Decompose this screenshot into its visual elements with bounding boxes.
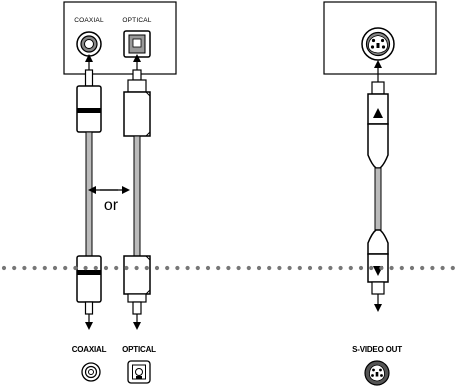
dotted-separator: [1, 265, 455, 271]
separator-dot: [114, 265, 119, 271]
separator-dot: [73, 265, 78, 271]
optical-cable: [123, 54, 151, 330]
separator-dot: [389, 265, 394, 271]
separator-dot: [328, 265, 333, 271]
bottom-optical-label: OPTICAL: [122, 345, 156, 354]
separator-dot: [63, 265, 68, 271]
coaxial-upper-plug-tip: [84, 69, 94, 87]
separator-dot: [369, 265, 374, 271]
separator-dot: [420, 265, 425, 271]
panel-right: [323, 1, 437, 75]
svideo-lower-plug-tip: [371, 281, 385, 295]
coaxial-upper-plug-band: [77, 108, 101, 113]
separator-dot: [205, 265, 211, 271]
separator-dot: [379, 265, 384, 271]
separator-dot: [32, 265, 37, 271]
optical-jack-icon: [123, 30, 151, 58]
separator-dot: [216, 265, 221, 271]
separator-dot: [124, 265, 129, 271]
separator-dot: [103, 265, 109, 271]
separator-dot: [22, 265, 27, 271]
optical-upper-plug-tip: [132, 69, 142, 81]
separator-dot: [185, 265, 190, 271]
coaxial-cable: [76, 54, 102, 330]
separator-dot: [338, 265, 343, 271]
separator-dot: [93, 265, 98, 271]
separator-dot: [83, 265, 88, 271]
separator-dot: [12, 265, 17, 271]
coaxial-lower-plug-band: [77, 270, 101, 275]
separator-dot: [287, 265, 292, 271]
panel-left: COAXIAL OPTICAL: [63, 1, 177, 75]
optical-lower-plug-collar: [127, 293, 147, 303]
svideo-upper-plug-mark-icon: [373, 108, 383, 118]
separator-dot: [277, 265, 282, 271]
separator-dot: [318, 265, 323, 271]
separator-dot: [236, 265, 241, 271]
or-label: or: [104, 197, 119, 214]
svideo-lower-plug-body: [367, 229, 389, 255]
separator-dot: [307, 265, 313, 271]
separator-dot: [246, 265, 251, 271]
separator-dot: [1, 265, 7, 271]
separator-dot: [42, 265, 47, 271]
separator-dot: [165, 265, 170, 271]
panel-left-optical-label: OPTICAL: [122, 17, 151, 24]
separator-dot: [297, 265, 302, 271]
separator-dot: [348, 265, 353, 271]
optical-cable-body: [133, 135, 141, 257]
svideo-cable-body: [374, 167, 382, 231]
bottom-coaxial-jack-icon: [81, 362, 101, 382]
optical-lower-plug-body: [123, 255, 151, 295]
coaxial-cable-body: [85, 131, 93, 257]
bottom-optical-jack-icon: [127, 360, 151, 384]
coaxial-jack-icon: [76, 31, 102, 57]
bottom-svideo-label: S-VIDEO OUT: [352, 345, 402, 354]
svideo-upper-plug-tip: [371, 81, 385, 95]
optical-upper-plug-collar: [127, 79, 147, 93]
panel-left-coaxial-label: COAXIAL: [74, 17, 104, 24]
separator-dot: [154, 265, 160, 271]
bottom-jacks: COAXIAL OPTICAL S-VIDEO OUT: [72, 345, 402, 386]
bottom-coaxial-label: COAXIAL: [72, 345, 107, 354]
separator-dot: [430, 265, 435, 271]
separator-dot: [256, 265, 262, 271]
separator-dot: [195, 265, 200, 271]
optical-upper-plug-edge: [145, 91, 151, 137]
svideo-jack-icon: [361, 27, 395, 61]
coaxial-lower-plug-tip: [84, 301, 94, 315]
bottom-svideo-jack-icon: [364, 360, 390, 386]
optical-upper-plug-body: [123, 91, 151, 137]
coaxial-lower-plug-body: [76, 255, 102, 303]
separator-dot: [226, 265, 231, 271]
separator-dot: [175, 265, 180, 271]
separator-dot: [409, 265, 415, 271]
separator-dot: [52, 265, 58, 271]
optical-lower-plug-tip: [132, 301, 142, 315]
separator-dot: [399, 265, 404, 271]
separator-dot: [440, 265, 445, 271]
separator-dot: [358, 265, 364, 271]
separator-dot: [134, 265, 139, 271]
optical-lower-plug-edge: [145, 255, 151, 295]
separator-dot: [267, 265, 272, 271]
svideo-cable: [367, 60, 389, 312]
separator-dot: [450, 265, 455, 271]
or-indicator: or: [88, 186, 130, 214]
separator-dot: [144, 265, 149, 271]
svideo-upper-plug-body: [367, 123, 389, 169]
